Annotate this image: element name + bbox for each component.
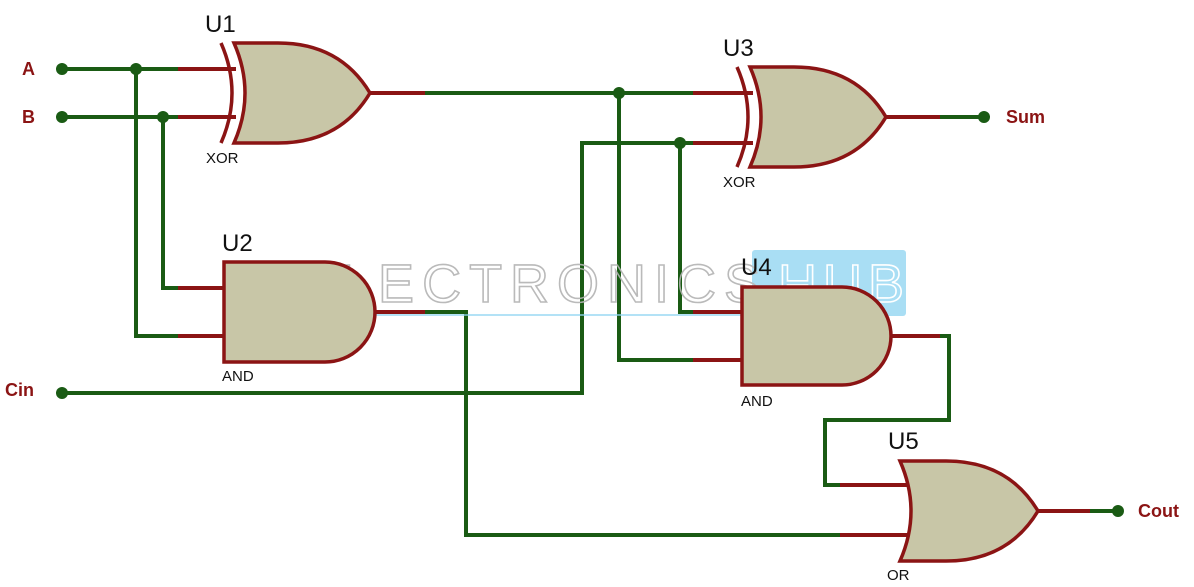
u3-xor-arc — [735, 66, 750, 168]
wires — [60, 67, 1120, 537]
u4-type-label: AND — [741, 393, 773, 410]
junction-a — [130, 63, 142, 75]
label-cin: Cin — [5, 380, 34, 400]
u1-ref-label: U1 — [205, 11, 236, 38]
terminal-cin — [56, 387, 68, 399]
label-b: B — [22, 107, 35, 127]
u3-ref-label: U3 — [723, 35, 754, 62]
u5-body — [897, 459, 1041, 563]
u2-body — [222, 260, 377, 364]
u1-xor-arc — [219, 42, 234, 144]
junction-cin — [674, 137, 686, 149]
u4-ref-label: U4 — [741, 254, 772, 281]
terminal-b — [56, 111, 68, 123]
wire-u4-out — [823, 334, 951, 487]
u1-body — [231, 41, 373, 145]
u4-body — [740, 285, 893, 387]
gate-u3-xor: U3 XOR — [693, 35, 940, 191]
gate-u2-and: U2 AND — [178, 230, 425, 385]
wire-u2-out — [423, 310, 842, 537]
wire-a-to-u2 — [134, 67, 180, 338]
junction-u1-out — [613, 87, 625, 99]
u5-ref-label: U5 — [888, 428, 919, 455]
junctions — [56, 63, 1124, 517]
u3-type-label: XOR — [723, 174, 756, 191]
junction-b — [157, 111, 169, 123]
signal-labels: A B Cin Sum Cout — [5, 59, 1179, 521]
gate-u4-and: U4 AND — [693, 254, 940, 410]
label-sum: Sum — [1006, 107, 1045, 127]
terminal-a — [56, 63, 68, 75]
u5-type-label: OR — [887, 567, 910, 584]
u2-ref-label: U2 — [222, 230, 253, 257]
gate-u1-xor: U1 XOR — [178, 11, 425, 167]
wire-cin-to-u4 — [678, 141, 695, 314]
label-a: A — [22, 59, 35, 79]
wire-u1-to-u4 — [617, 91, 695, 362]
u1-type-label: XOR — [206, 150, 239, 167]
terminal-sum — [978, 111, 990, 123]
wire-cin — [60, 141, 695, 395]
u3-body — [747, 65, 889, 169]
u2-type-label: AND — [222, 368, 254, 385]
gate-u5-or: U5 OR — [840, 428, 1090, 584]
label-cout: Cout — [1138, 501, 1179, 521]
wire-b-to-u2 — [161, 115, 180, 290]
terminal-cout — [1112, 505, 1124, 517]
